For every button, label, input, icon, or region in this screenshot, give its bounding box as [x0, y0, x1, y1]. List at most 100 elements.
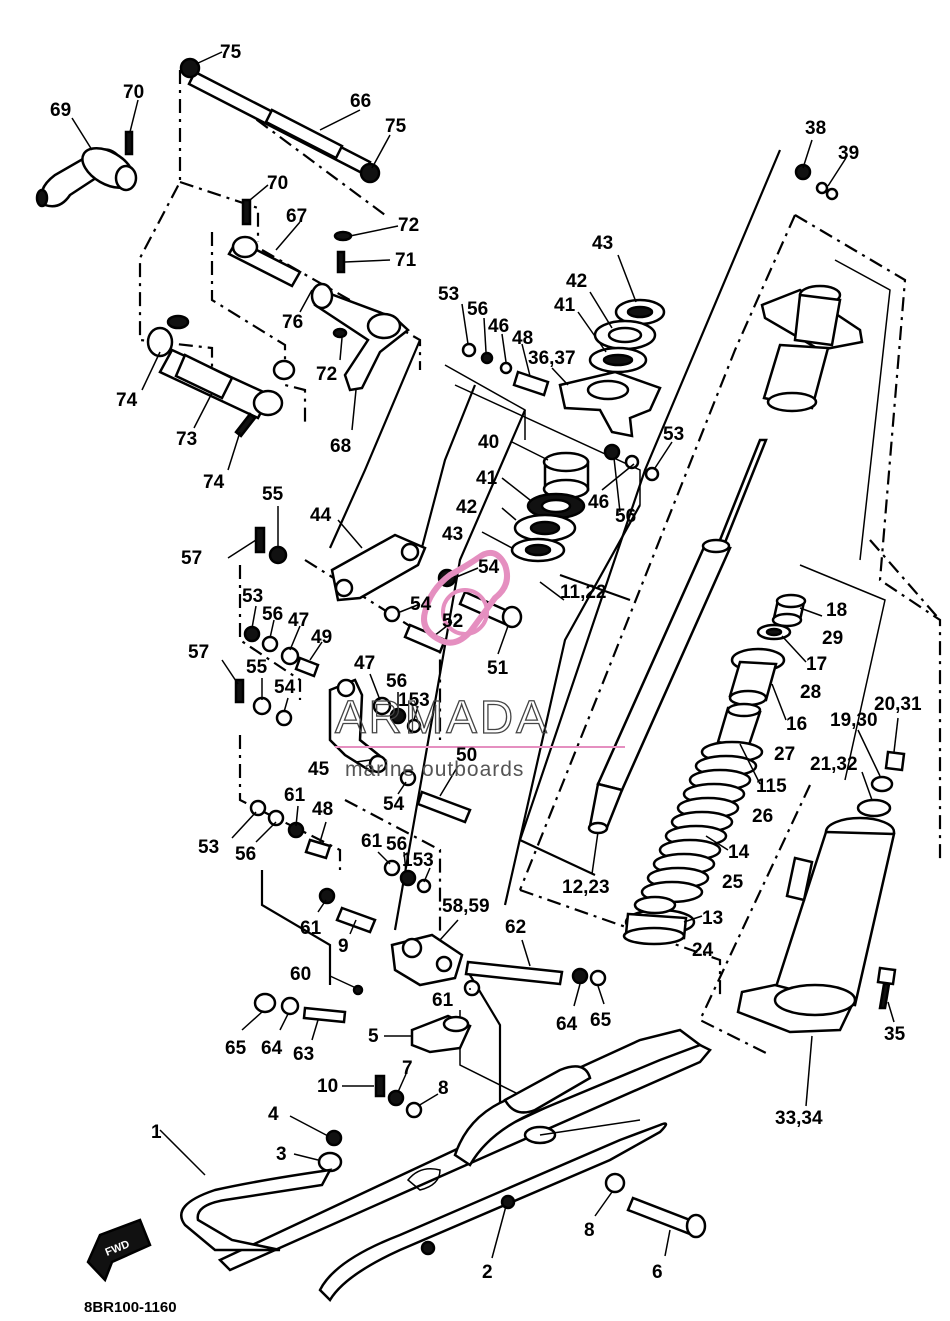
callout-9: 9 [338, 936, 349, 957]
callout-58-59: 58,59 [442, 896, 490, 917]
handle-69-part [35, 147, 138, 208]
callout-70b: 70 [267, 173, 288, 194]
nut-53c-part [243, 625, 261, 643]
callout-35: 35 [884, 1024, 906, 1045]
callout-72b: 72 [316, 364, 337, 385]
callout-28: 28 [800, 682, 821, 703]
bolt-62-part [464, 960, 564, 986]
callout-65b: 65 [225, 1038, 247, 1059]
washer-8b-part [604, 1172, 626, 1194]
callout-26: 26 [752, 806, 773, 827]
callout-64b: 64 [261, 1038, 283, 1059]
callout-45: 45 [308, 759, 330, 780]
callout-4: 4 [268, 1104, 279, 1125]
callout-71: 71 [395, 250, 417, 271]
callout-55a: 55 [262, 484, 284, 505]
callout-41a: 41 [554, 295, 576, 316]
nut-53d-part [249, 799, 267, 817]
callout-61d: 61 [432, 990, 454, 1011]
callout-36-37: 36,37 [528, 348, 576, 369]
watermark: ARMADA marine outboards [334, 549, 625, 781]
shaft-67-part [227, 235, 302, 288]
nut-20-31-part [884, 750, 906, 772]
ski-2-part [217, 1028, 712, 1303]
callout-labels: 75 70 69 66 75 70 67 72 71 76 72 68 74 7… [50, 42, 922, 1283]
callout-53d: 53 [198, 837, 219, 858]
callout-63: 63 [293, 1044, 314, 1065]
callout-57b: 57 [188, 642, 209, 663]
bolt-57b-part [234, 678, 245, 704]
arm-68-part [310, 282, 410, 392]
callout-56a: 56 [467, 299, 488, 320]
collar-48a-part [512, 370, 550, 397]
callout-72a: 72 [398, 215, 419, 236]
shaft-66-part [179, 57, 381, 184]
callout-115: 115 [756, 776, 787, 797]
callout-65a: 65 [590, 1010, 612, 1031]
callout-61b: 61 [361, 831, 383, 852]
washer-3-part [317, 1151, 343, 1173]
stopper-18-part [771, 593, 807, 628]
fwd-arrow [86, 1218, 152, 1283]
callout-42b: 42 [456, 497, 477, 518]
ski-hole-part [406, 1168, 441, 1191]
watermark-logo-part [421, 549, 510, 646]
watermark-main-text: ARMADA [335, 691, 550, 743]
callout-7: 7 [402, 1058, 413, 1079]
callout-73: 73 [176, 429, 197, 450]
callout-50: 50 [456, 745, 477, 766]
callout-19-30: 19,30 [830, 710, 878, 731]
callout-6: 6 [652, 1262, 663, 1283]
callout-48a: 48 [512, 328, 533, 349]
callout-41b: 41 [476, 468, 498, 489]
bolt-50-part [416, 790, 472, 824]
spring-14-part [640, 740, 764, 904]
callout-56b: 56 [615, 506, 636, 527]
callout-10: 10 [317, 1076, 338, 1097]
callout-76: 76 [282, 312, 303, 333]
washer-72-part [333, 230, 353, 242]
part-shapes [35, 57, 906, 1303]
callout-56e: 56 [235, 844, 256, 865]
pin-70b-part [241, 198, 252, 226]
washer-8a-part [405, 1101, 423, 1119]
callout-39: 39 [838, 143, 859, 164]
callout-17: 17 [806, 654, 827, 675]
washer-19-30-part [870, 775, 894, 793]
callout-75b: 75 [385, 116, 407, 137]
callout-43a: 43 [592, 233, 613, 254]
arm-44-part [330, 533, 427, 602]
nut-38-part [794, 163, 812, 181]
diagram-part-number: 8BR100-1160 [84, 1299, 177, 1316]
collar-49-part [294, 656, 320, 678]
nut-4-part [325, 1129, 343, 1147]
callout-153b: 153 [402, 850, 434, 871]
callout-2: 2 [482, 1262, 493, 1283]
bolt-57a-part [254, 526, 266, 554]
bracket-36-37-part [558, 370, 662, 438]
bushing-40-part [542, 451, 590, 500]
nut-61c-part [318, 887, 336, 905]
callout-44: 44 [310, 505, 332, 526]
callout-8a: 8 [438, 1078, 449, 1099]
callout-57a: 57 [181, 548, 202, 569]
callout-56f: 56 [386, 834, 407, 855]
callout-47b: 47 [354, 653, 375, 674]
callout-40: 40 [478, 432, 499, 453]
callout-13: 13 [702, 908, 723, 929]
callout-27: 27 [774, 744, 795, 765]
washer-65-part [253, 992, 277, 1014]
callout-5: 5 [368, 1026, 379, 1047]
callout-8b: 8 [584, 1220, 595, 1241]
callout-47a: 47 [288, 610, 309, 631]
bolt-10-part [374, 1074, 386, 1098]
callout-70a: 70 [123, 82, 144, 103]
bolt-63-part [302, 1006, 347, 1024]
callout-54a: 54 [478, 557, 500, 578]
leader-lines [71, 51, 899, 1259]
callout-16: 16 [786, 714, 807, 735]
callout-21-32: 21,32 [810, 754, 858, 775]
pin-74-part [234, 412, 257, 438]
